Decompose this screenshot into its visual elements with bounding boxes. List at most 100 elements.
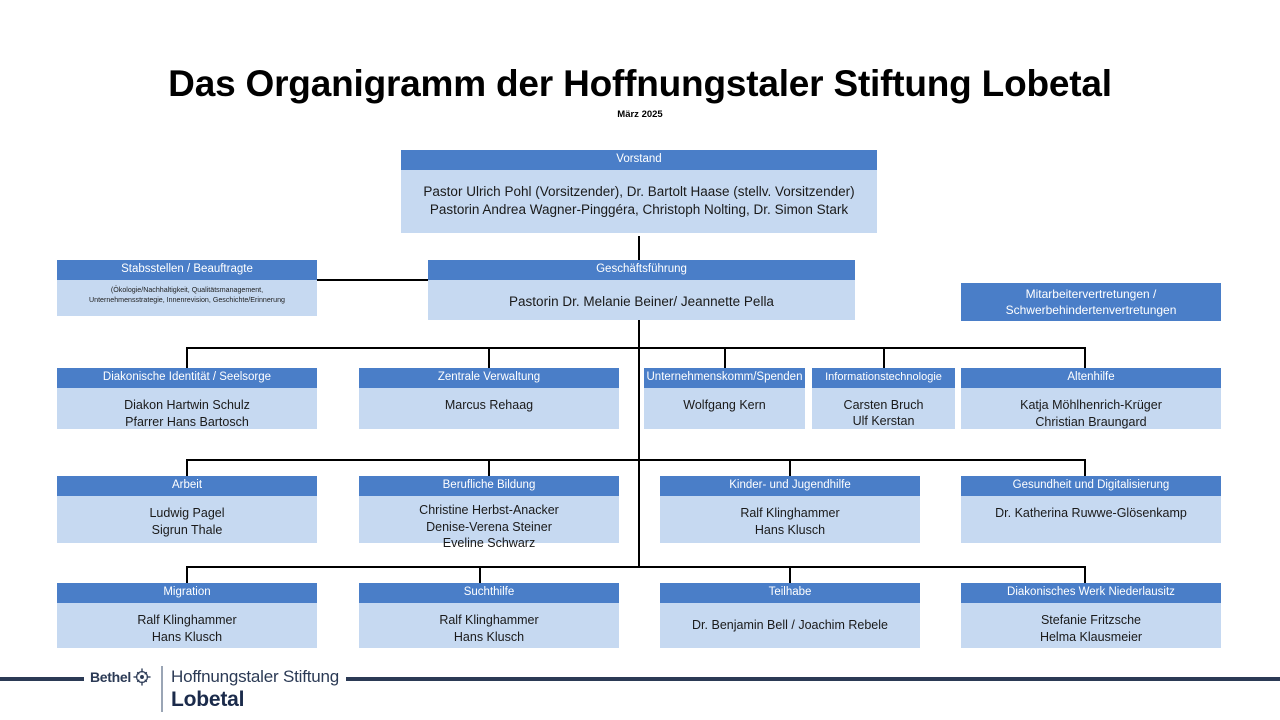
node-berufliche-bildung-body: Christine Herbst-Anacker Denise-Verena S…: [359, 496, 619, 550]
connector-bus-row3: [186, 347, 1084, 349]
node-mitarbeitervertretungen[interactable]: Mitarbeitervertretungen / Schwerbehinder…: [961, 283, 1221, 321]
node-zentrale-verwaltung-title: Zentrale Verwaltung: [359, 368, 619, 389]
node-geschaeftsfuehrung-title: Geschäftsführung: [428, 260, 855, 281]
node-altenhilfe-body: Katja Möhlhenrich-Krüger Christian Braun…: [961, 388, 1221, 430]
node-diakonische-identitaet-line2: Pfarrer Hans Bartosch: [125, 414, 249, 429]
node-berufliche-bildung-title: Berufliche Bildung: [359, 476, 619, 497]
node-migration-body: Ralf Klinghammer Hans Klusch: [57, 603, 317, 649]
node-migration[interactable]: Migration Ralf Klinghammer Hans Klusch: [57, 583, 317, 649]
connector-stabsstellen-gf: [316, 279, 428, 281]
node-diakonische-identitaet-title: Diakonische Identität / Seelsorge: [57, 368, 317, 389]
node-altenhilfe-line1: Katja Möhlhenrich-Krüger: [1020, 398, 1162, 413]
node-teilhabe-line1: Dr. Benjamin Bell / Joachim Rebele: [692, 618, 888, 633]
node-geschaeftsfuehrung-line1: Pastorin Dr. Melanie Beiner/ Jeannette P…: [509, 294, 774, 310]
node-geschaeftsfuehrung-body: Pastorin Dr. Melanie Beiner/ Jeannette P…: [428, 280, 855, 321]
node-diakonische-identitaet-body: Diakon Hartwin Schulz Pfarrer Hans Barto…: [57, 388, 317, 430]
node-kinder-jugendhilfe-line1: Ralf Klinghammer: [740, 506, 840, 521]
footer-org-line2: Lobetal: [171, 688, 245, 711]
node-diakonisches-werk-title: Diakonisches Werk Niederlausitz: [961, 583, 1221, 604]
node-stabsstellen-line2: Unternehmensstrategie, Innenrevision, Ge…: [89, 295, 285, 304]
node-gesundheit-digitalisierung[interactable]: Gesundheit und Digitalisierung Dr. Kathe…: [961, 476, 1221, 544]
node-suchthilfe-line1: Ralf Klinghammer: [439, 613, 539, 628]
connector-drop-arbeit: [186, 459, 188, 477]
node-vorstand[interactable]: Vorstand Pastor Ulrich Pohl (Vorsitzende…: [401, 150, 877, 234]
node-altenhilfe[interactable]: Altenhilfe Katja Möhlhenrich-Krüger Chri…: [961, 368, 1221, 430]
node-migration-line2: Hans Klusch: [151, 629, 223, 644]
node-kinder-jugendhilfe-body: Ralf Klinghammer Hans Klusch: [660, 496, 920, 544]
node-informationstechnologie[interactable]: Informationstechnologie Carsten Bruch Ul…: [812, 368, 955, 429]
connector-drop-diakonisches-werk: [1084, 566, 1086, 584]
connector-drop-verwaltung: [488, 347, 490, 369]
node-zentrale-verwaltung-body: Marcus Rehaag: [359, 388, 619, 430]
footer-org-line1: Hoffnungstaler Stiftung: [171, 667, 340, 686]
node-informationstechnologie-body: Carsten Bruch Ulf Kerstan: [812, 387, 955, 429]
node-unternehmenskomm-body: Wolfgang Kern: [644, 388, 805, 430]
node-arbeit[interactable]: Arbeit Ludwig Pagel Sigrun Thale: [57, 476, 317, 544]
node-arbeit-body: Ludwig Pagel Sigrun Thale: [57, 496, 317, 544]
node-diakonisches-werk-body: Stefanie Fritzsche Helma Klausmeier: [961, 603, 1221, 649]
connector-drop-teilhabe: [789, 566, 791, 584]
node-zentrale-verwaltung-line1: Marcus Rehaag: [444, 398, 534, 413]
node-kinder-jugendhilfe[interactable]: Kinder- und Jugendhilfe Ralf Klinghammer…: [660, 476, 920, 544]
connector-drop-diakonische: [186, 347, 188, 369]
node-suchthilfe-title: Suchthilfe: [359, 583, 619, 604]
node-diakonische-identitaet[interactable]: Diakonische Identität / Seelsorge Diakon…: [57, 368, 317, 430]
connector-bus-row4: [186, 459, 1084, 461]
node-arbeit-title: Arbeit: [57, 476, 317, 497]
node-arbeit-line1: Ludwig Pagel: [149, 506, 225, 521]
node-berufliche-bildung-line2: Denise-Verena Steiner: [426, 519, 552, 534]
node-vorstand-title: Vorstand: [401, 150, 877, 171]
node-gesundheit-digitalisierung-line1: Dr. Katherina Ruwwe-Glösenkamp: [995, 506, 1187, 521]
node-stabsstellen[interactable]: Stabsstellen / Beauftragte (Ökologie/Nac…: [57, 260, 317, 317]
node-vorstand-line1: Pastor Ulrich Pohl (Vorsitzender), Dr. B…: [423, 184, 855, 200]
node-migration-title: Migration: [57, 583, 317, 604]
node-altenhilfe-title: Altenhilfe: [961, 368, 1221, 389]
node-vorstand-line2: Pastorin Andrea Wagner-Pinggéra, Christo…: [429, 202, 849, 218]
node-kinder-jugendhilfe-line2: Hans Klusch: [754, 522, 826, 537]
node-berufliche-bildung-line1: Christine Herbst-Anacker: [419, 503, 559, 518]
node-vorstand-body: Pastor Ulrich Pohl (Vorsitzender), Dr. B…: [401, 170, 877, 234]
node-stabsstellen-body: (Ökologie/Nachhaltigkeit, Qualitätsmanag…: [57, 280, 317, 317]
node-berufliche-bildung-line3: Eveline Schwarz: [442, 536, 536, 551]
node-gesundheit-digitalisierung-body: Dr. Katherina Ruwwe-Glösenkamp: [961, 496, 1221, 544]
node-mitarbeitervertretungen-line2: Schwerbehindertenvertretungen: [1005, 303, 1177, 317]
page-title: Das Organigramm der Hoffnungstaler Stift…: [168, 63, 1112, 104]
node-mitarbeitervertretungen-line1: Mitarbeitervertretungen /: [1025, 286, 1157, 301]
connector-drop-it: [883, 347, 885, 369]
node-suchthilfe-body: Ralf Klinghammer Hans Klusch: [359, 603, 619, 649]
connector-drop-kinderjugend: [789, 459, 791, 477]
node-zentrale-verwaltung[interactable]: Zentrale Verwaltung Marcus Rehaag: [359, 368, 619, 430]
node-informationstechnologie-line1: Carsten Bruch: [843, 397, 924, 412]
connector-drop-gesundheit: [1084, 459, 1086, 477]
node-diakonisches-werk-line1: Stefanie Fritzsche: [1040, 613, 1142, 628]
node-teilhabe-body: Dr. Benjamin Bell / Joachim Rebele: [660, 603, 920, 649]
node-stabsstellen-title: Stabsstellen / Beauftragte: [57, 260, 317, 281]
connector-drop-unternehmenskomm: [724, 347, 726, 369]
node-berufliche-bildung[interactable]: Berufliche Bildung Christine Herbst-Anac…: [359, 476, 619, 550]
connector-main-trunk: [638, 320, 640, 568]
node-migration-line1: Ralf Klinghammer: [137, 613, 237, 628]
bethel-wordmark: Bethel: [90, 669, 131, 685]
connector-drop-bildung: [488, 459, 490, 477]
node-informationstechnologie-line2: Ulf Kerstan: [852, 414, 915, 429]
footer-rule-right: [346, 677, 1280, 681]
node-unternehmenskomm-line1: Wolfgang Kern: [683, 398, 766, 413]
connector-drop-altenhilfe: [1084, 347, 1086, 369]
node-teilhabe-title: Teilhabe: [660, 583, 920, 604]
connector-vorstand-gf: [638, 236, 640, 260]
node-altenhilfe-line2: Christian Braungard: [1035, 414, 1147, 429]
node-kinder-jugendhilfe-title: Kinder- und Jugendhilfe: [660, 476, 920, 497]
node-unternehmenskomm-title: Unternehmenskomm/Spenden: [644, 368, 805, 389]
connector-drop-suchthilfe: [479, 566, 481, 584]
node-suchthilfe[interactable]: Suchthilfe Ralf Klinghammer Hans Klusch: [359, 583, 619, 649]
node-unternehmenskomm[interactable]: Unternehmenskomm/Spenden Wolfgang Kern: [644, 368, 805, 430]
footer-logo-bar: Bethel Hoffnungstaler Stiftung Lobetal: [0, 664, 1280, 720]
node-geschaeftsfuehrung[interactable]: Geschäftsführung Pastorin Dr. Melanie Be…: [428, 260, 855, 321]
node-diakonisches-werk[interactable]: Diakonisches Werk Niederlausitz Stefanie…: [961, 583, 1221, 649]
node-stabsstellen-line1: (Ökologie/Nachhaltigkeit, Qualitätsmanag…: [110, 286, 264, 295]
node-teilhabe[interactable]: Teilhabe Dr. Benjamin Bell / Joachim Reb…: [660, 583, 920, 649]
node-diakonisches-werk-line2: Helma Klausmeier: [1039, 629, 1143, 644]
connector-bus-row5: [186, 566, 1084, 568]
footer-divider: [161, 666, 163, 712]
